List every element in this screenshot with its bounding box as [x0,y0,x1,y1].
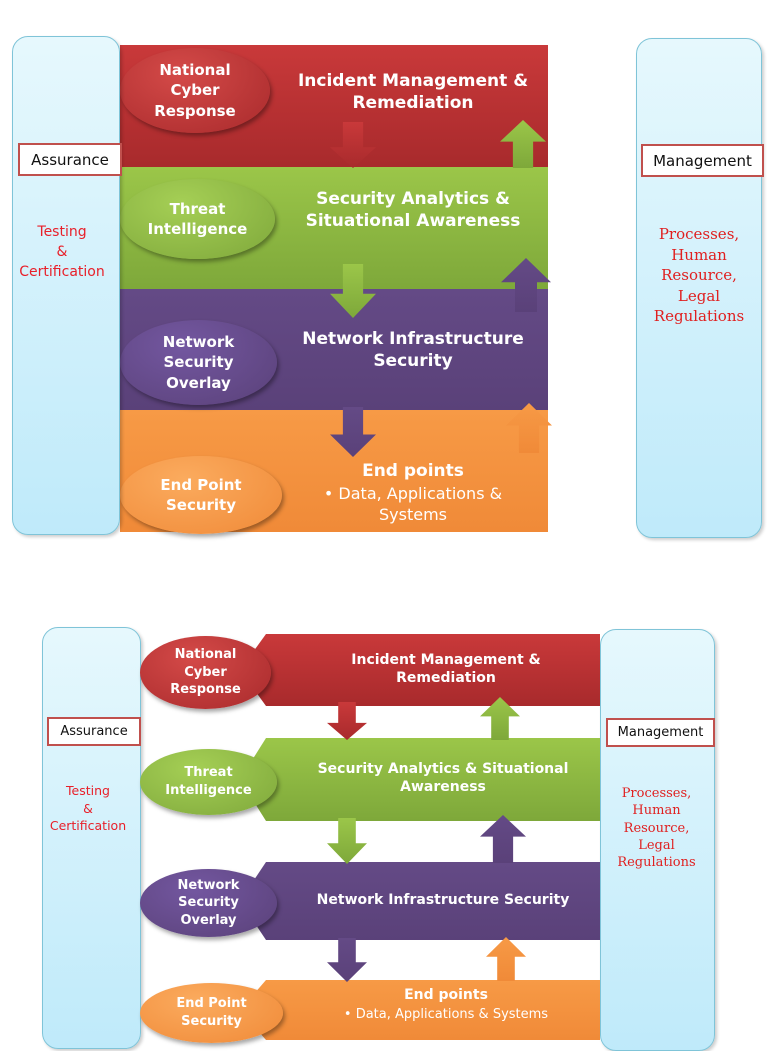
ellipse-threat-intelligence: Threat Intelligence [120,179,275,259]
text-line: Legal [677,286,721,305]
arrow-up-icon [486,937,526,981]
management-pillar [636,38,762,538]
text-line: Resource, [661,266,737,284]
text-line: & [56,244,68,260]
text-line: Regulations [653,307,745,325]
ellipse-national-cyber-response: National Cyber Response [120,48,270,133]
layer-title: Security Analytics & Situational Awarene… [317,761,569,796]
text-line: Processes, [658,225,740,243]
ellipse-label: Network Security Overlay [177,877,240,928]
layer-title: Incident Management & Remediation [351,652,541,687]
ellipse-label: Threat Intelligence [147,199,248,238]
arrow-down-icon [327,702,367,740]
layer-title: End points [362,461,464,481]
ellipse-label: Threat Intelligence [165,765,252,798]
layer-title: Network Infrastructure Security [316,892,570,908]
layer-subtitle: • Data, Applications & Systems [323,484,503,524]
management-label: Management [606,718,715,747]
arrow-down-icon [327,818,367,864]
ellipse-label: End Point Security [176,996,247,1029]
assurance-label: Assurance [18,143,122,176]
text-line: Human [632,803,681,819]
layer-title: Security Analytics & Situational Awarene… [305,189,521,232]
layer-security-analytics [240,738,600,821]
text-line: Certification [49,818,127,833]
assurance-label: Assurance [47,717,141,746]
ellipse-threat-intelligence: Threat Intelligence [140,749,277,815]
ellipse-end-point-security: End Point Security [140,983,283,1043]
management-text: Processes, Human Resource, Legal Regulat… [600,785,713,871]
ellipse-label: National Cyber Response [170,647,241,698]
layer-subtitle: • Data, Applications & Systems [343,1007,549,1022]
ellipse-network-security-overlay: Network Security Overlay [140,869,277,937]
layer-title: Incident Management & Remediation [297,71,529,114]
assurance-pillar [42,627,141,1049]
management-text: Processes, Human Resource, Legal Regulat… [636,224,762,327]
assurance-text: Testing & Certification [38,782,138,835]
layer-network-infrastructure [240,862,600,940]
text-line: Regulations [617,855,696,871]
arrow-up-icon [480,815,526,863]
layer-title: Network Infrastructure Security [302,329,524,372]
assurance-text: Testing & Certification [12,222,112,282]
arrow-down-icon [327,938,367,982]
text-line: Testing [66,783,110,798]
ellipse-label: National Cyber Response [154,61,236,120]
management-pillar [600,629,715,1051]
text-line: Processes, [621,786,692,801]
text-line: Certification [19,264,105,280]
text-line: Human [671,245,727,264]
ellipse-national-cyber-response: National Cyber Response [140,636,271,709]
ellipse-network-security-overlay: Network Security Overlay [120,320,277,405]
ellipse-end-point-security: End Point Security [120,456,282,534]
layer-incident-management [240,634,600,706]
assurance-pillar [12,36,120,535]
text-line: Legal [638,837,675,853]
text-line: & [83,800,93,816]
management-label: Management [641,144,764,177]
ellipse-label: Network Security Overlay [162,333,235,392]
layer-title: End points [404,987,488,1003]
ellipse-label: End Point Security [160,475,242,514]
text-line: Resource, [623,820,690,836]
text-line: Testing [37,224,87,240]
